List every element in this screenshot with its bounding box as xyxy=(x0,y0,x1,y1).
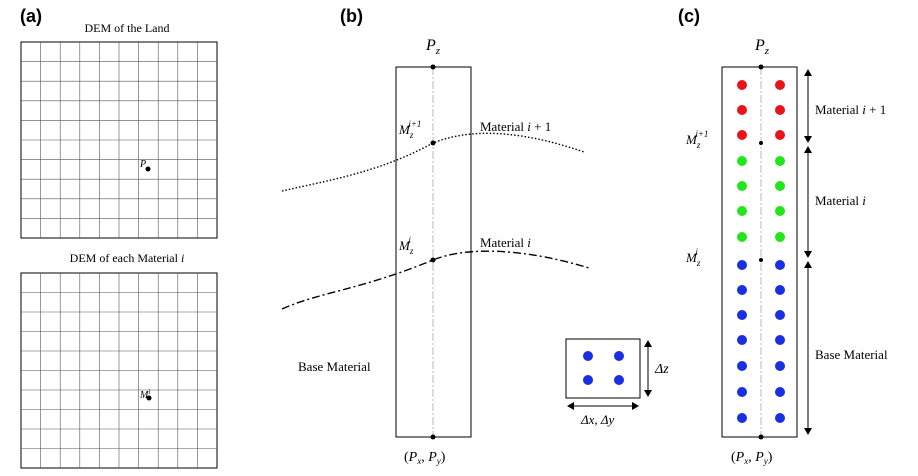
voxel-dot xyxy=(775,232,785,242)
upper-material-label: Material i + 1 xyxy=(480,119,551,134)
voxel-dot xyxy=(737,105,747,115)
voxel-dot xyxy=(775,335,785,345)
voxel-dot xyxy=(775,310,785,320)
voxel-dot xyxy=(737,130,747,140)
column-c-upper-label: Mzi+1 xyxy=(685,129,708,150)
panel-b-letter: (b) xyxy=(340,6,363,26)
voxel-dot xyxy=(775,130,785,140)
land-dem-grid xyxy=(20,41,218,239)
column-bottom-label: (Px, Py) xyxy=(404,450,446,466)
voxel-dot xyxy=(775,206,785,216)
dz-label: Δz xyxy=(654,362,669,377)
column-c-upper-point xyxy=(759,141,763,145)
voxel-dot xyxy=(737,285,747,295)
material-dem-grid xyxy=(20,272,218,469)
column-c-bottom-point xyxy=(758,434,764,440)
panel-a-letter: (a) xyxy=(20,6,42,26)
lower-material-label: Material i xyxy=(480,235,531,250)
column-bottom-point xyxy=(430,434,436,440)
voxel-dot xyxy=(775,387,785,397)
column-c-outline xyxy=(721,66,798,438)
lower-intersection-label: Mzi xyxy=(398,235,414,256)
voxel-dot xyxy=(737,335,747,345)
column-c-bottom-label: (Px, Py) xyxy=(731,450,773,466)
voxel-dot xyxy=(614,351,624,361)
panel-c-letter: (c) xyxy=(678,6,700,26)
voxel-dot xyxy=(775,285,785,295)
voxel-dot xyxy=(737,413,747,423)
voxel-inset-box xyxy=(565,338,641,399)
material-point-label: Mi xyxy=(139,388,150,401)
voxel-dot xyxy=(737,260,747,270)
voxel-dot xyxy=(775,361,785,371)
voxel-dot xyxy=(775,105,785,115)
range-label-middle: Material i xyxy=(815,193,866,208)
lower-intersection-point xyxy=(430,257,436,263)
upper-intersection-label: Mzi+1 xyxy=(398,119,421,140)
material-lower-surface xyxy=(281,250,590,310)
voxel-dot xyxy=(775,260,785,270)
voxel-dot xyxy=(583,375,593,385)
voxel-dots-group xyxy=(737,80,785,423)
voxel-dot xyxy=(775,181,785,191)
voxel-dot xyxy=(737,387,747,397)
voxel-dot xyxy=(775,80,785,90)
voxel-dot xyxy=(737,80,747,90)
upper-intersection-point xyxy=(430,140,436,146)
land-dem-title: DEM of the Land xyxy=(85,21,170,35)
column-c-lower-label: Mzi xyxy=(685,247,701,268)
material-upper-surface xyxy=(281,132,585,192)
voxel-dot xyxy=(737,232,747,242)
voxel-dot xyxy=(737,206,747,216)
range-label-base: Base Material xyxy=(815,347,888,362)
voxel-dot xyxy=(614,375,624,385)
voxel-dot xyxy=(775,413,785,423)
material-point-marker xyxy=(146,395,152,401)
land-point-label: P xyxy=(139,159,146,170)
column-c-top-label: Pz xyxy=(754,37,770,57)
voxel-dot xyxy=(737,181,747,191)
voxel-dot xyxy=(775,156,785,166)
dxdy-label: Δx, Δy xyxy=(580,412,615,427)
column-top-label: Pz xyxy=(425,37,441,57)
material-dem-title: DEM of each Material i xyxy=(70,251,185,265)
base-material-label-b: Base Material xyxy=(298,359,371,374)
column-c-top-point xyxy=(758,64,764,70)
voxel-dot xyxy=(737,361,747,371)
range-label-upper: Material i + 1 xyxy=(815,102,886,117)
column-top-point xyxy=(430,64,436,70)
voxel-dot xyxy=(737,310,747,320)
column-c-lower-point xyxy=(759,258,763,262)
voxel-dot xyxy=(583,351,593,361)
voxel-dot xyxy=(737,156,747,166)
land-point-marker xyxy=(145,166,151,172)
